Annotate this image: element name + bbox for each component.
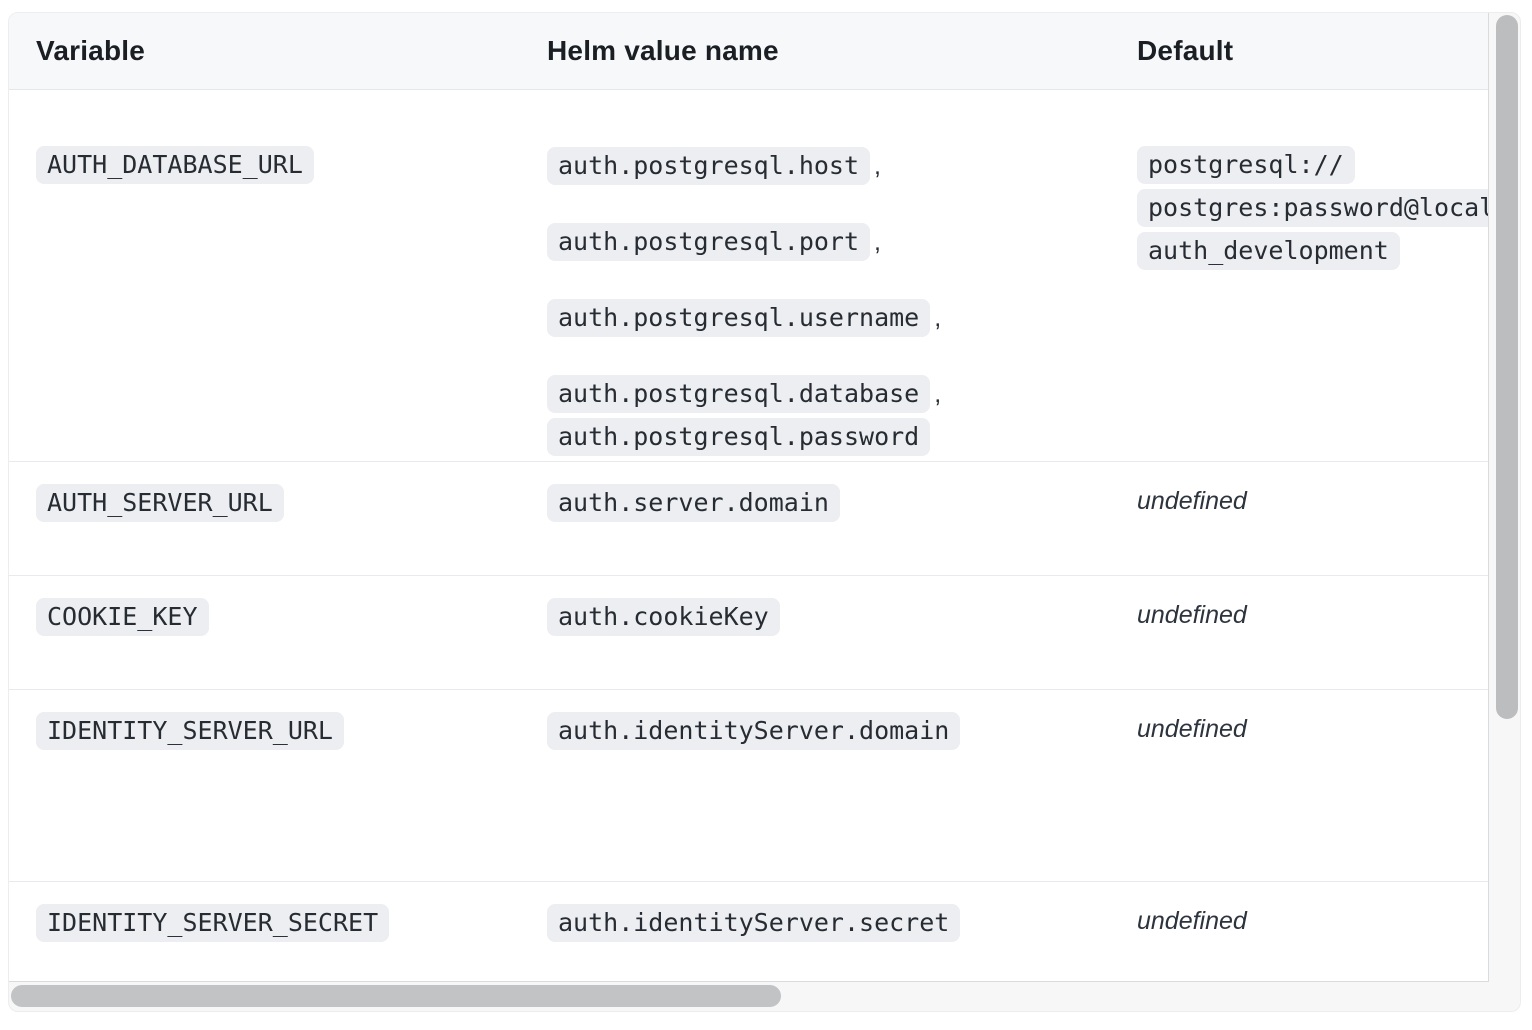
vertical-scrollbar-thumb[interactable] <box>1496 15 1518 719</box>
variable-code: IDENTITY_SERVER_SECRET <box>36 904 390 942</box>
helm-value-line: auth.postgresql.port, <box>547 222 1083 266</box>
variable-code: IDENTITY_SERVER_URL <box>36 712 344 750</box>
helm-value-code: auth.identityServer.secret <box>547 904 961 942</box>
helm-value-line: auth.cookieKey <box>547 598 1083 641</box>
horizontal-scrollbar-track[interactable] <box>9 982 1489 1011</box>
default-undefined-text: undefined <box>1137 907 1247 935</box>
default-undefined-text: undefined <box>1137 715 1247 743</box>
helm-value-cell: auth.cookieKey <box>520 575 1110 690</box>
helm-value-code: auth.cookieKey <box>547 598 780 636</box>
default-cell: undefined <box>1110 882 1488 982</box>
helm-value-code: auth.postgresql.host <box>547 147 871 185</box>
env-variables-table: Variable Helm value name Default AUTH_DA… <box>9 13 1488 982</box>
helm-value-cell: auth.server.domain <box>520 461 1110 576</box>
default-code: auth_development <box>1137 232 1400 270</box>
variable-code: AUTH_SERVER_URL <box>36 484 284 522</box>
default-undefined-text: undefined <box>1137 487 1247 515</box>
default-code: postgres:password@local <box>1137 189 1488 227</box>
default-code: postgresql:// <box>1137 146 1355 184</box>
helm-value-code: auth.postgresql.username <box>547 299 931 337</box>
helm-value-code: auth.server.domain <box>547 484 840 522</box>
helm-value-line: auth.postgresql.username, <box>547 298 1083 342</box>
table-row: IDENTITY_SERVER_URL auth.identityServer.d… <box>9 689 1488 882</box>
table-row: COOKIE_KEY auth.cookieKey undefined <box>9 575 1488 690</box>
helm-value-line: auth.identityServer.domain <box>547 712 1083 755</box>
helm-value-line: auth.postgresql.host, <box>547 146 1083 190</box>
column-header-variable: Variable <box>9 13 520 90</box>
variable-cell: AUTH_SERVER_URL <box>9 461 520 576</box>
default-code-line: auth_development <box>1137 232 1488 275</box>
variable-cell: IDENTITY_SERVER_URL <box>9 689 520 882</box>
default-cell: undefined <box>1110 689 1488 882</box>
helm-value-code: auth.postgresql.password <box>547 418 931 456</box>
column-header-default: Default <box>1110 13 1488 90</box>
horizontal-scrollbar-thumb[interactable] <box>11 985 781 1007</box>
variable-cell: IDENTITY_SERVER_SECRET <box>9 882 520 982</box>
default-cell: undefined <box>1110 575 1488 690</box>
helm-value-cell: auth.identityServer.domain <box>520 689 1110 882</box>
separator-comma: , <box>934 304 942 332</box>
default-code-line: postgres:password@local <box>1137 189 1488 232</box>
variable-code: COOKIE_KEY <box>36 598 209 636</box>
variable-code: AUTH_DATABASE_URL <box>36 146 314 184</box>
default-cell: undefined <box>1110 461 1488 576</box>
helm-value-code: auth.postgresql.port <box>547 223 871 261</box>
helm-value-cell: auth.identityServer.secret <box>520 882 1110 982</box>
helm-value-line: auth.postgresql.database, <box>547 374 1083 418</box>
table-row: IDENTITY_SERVER_SECRET auth.identityServe… <box>9 882 1488 982</box>
variable-cell: COOKIE_KEY <box>9 575 520 690</box>
table-scroll-container: Variable Helm value name Default AUTH_DA… <box>8 12 1521 1012</box>
table-viewport: Variable Helm value name Default AUTH_DA… <box>9 13 1489 982</box>
helm-value-line: auth.identityServer.secret <box>547 904 1083 947</box>
separator-comma: , <box>874 152 881 180</box>
default-undefined-text: undefined <box>1137 601 1247 629</box>
helm-value-cell: auth.postgresql.host,auth.postgresql.por… <box>520 89 1110 462</box>
default-code-line: postgresql:// <box>1137 146 1488 189</box>
helm-value-code: auth.postgresql.database <box>547 375 931 413</box>
column-header-helm-value-name: Helm value name <box>520 13 1110 90</box>
separator-comma: , <box>934 380 942 408</box>
default-cell: postgresql:// postgres:password@local auth… <box>1110 89 1488 462</box>
table-header-row: Variable Helm value name Default <box>9 13 1488 90</box>
helm-value-code: auth.identityServer.domain <box>547 712 961 750</box>
table-row: AUTH_SERVER_URL auth.server.domain undefin… <box>9 461 1488 576</box>
helm-value-line: auth.server.domain <box>547 484 1083 527</box>
helm-value-line: auth.postgresql.password <box>547 418 1083 461</box>
vertical-scrollbar-track[interactable] <box>1489 13 1520 982</box>
variable-cell: AUTH_DATABASE_URL <box>9 89 520 462</box>
separator-comma: , <box>874 228 881 256</box>
